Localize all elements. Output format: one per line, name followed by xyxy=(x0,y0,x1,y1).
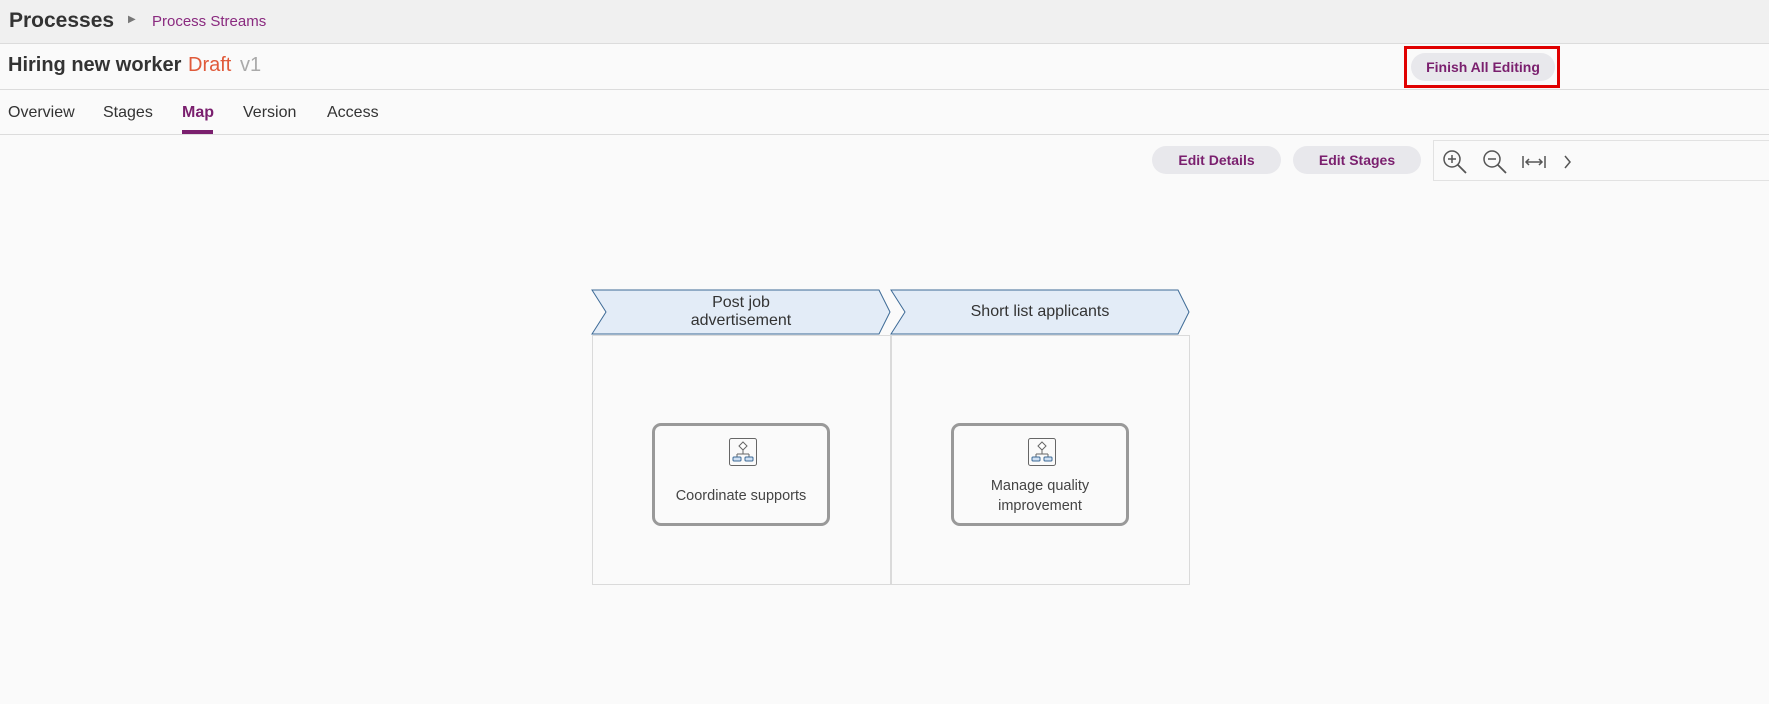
tab-stages[interactable]: Stages xyxy=(103,104,153,121)
stage-lane-2: Manage quality improvement xyxy=(891,335,1190,585)
version-label: v1 xyxy=(240,54,262,76)
activity-label-line-2: improvement xyxy=(998,498,1082,514)
more-controls-icon[interactable] xyxy=(1562,149,1588,175)
tab-access[interactable]: Access xyxy=(327,104,379,121)
active-tab-indicator xyxy=(182,130,213,134)
stage-label-2[interactable]: Short list applicants xyxy=(909,303,1171,321)
zoom-in-icon[interactable] xyxy=(1442,149,1468,175)
tab-overview[interactable]: Overview xyxy=(8,104,75,121)
breadcrumb-link-process-streams[interactable]: Process Streams xyxy=(152,13,267,30)
fit-width-icon[interactable] xyxy=(1521,149,1547,175)
edit-details-button[interactable]: Edit Details xyxy=(1152,146,1281,174)
stage-lane-1: Coordinate supports xyxy=(592,335,891,585)
process-flow-icon xyxy=(729,438,757,466)
stage-1-line-2: advertisement xyxy=(690,312,792,329)
stage-label-1[interactable]: Post job advertisement xyxy=(610,294,872,330)
activity-label: Coordinate supports xyxy=(675,488,807,504)
activity-card-coordinate-supports[interactable]: Coordinate supports xyxy=(652,423,830,526)
tab-bar: Overview Stages Map Version Access xyxy=(0,90,1769,135)
process-name: Hiring new worker xyxy=(8,54,182,76)
edit-stages-button[interactable]: Edit Stages xyxy=(1293,146,1421,174)
tab-version[interactable]: Version xyxy=(243,104,297,121)
process-flow-icon xyxy=(1028,438,1056,466)
finish-all-editing-highlight: Finish All Editing xyxy=(1404,46,1560,88)
breadcrumb-separator-icon: ▶ xyxy=(128,14,136,25)
zoom-out-icon[interactable] xyxy=(1482,149,1508,175)
activity-label-line-1: Manage quality xyxy=(990,478,1090,494)
stage-2-line-1: Short list applicants xyxy=(970,303,1110,320)
zoom-toolbar xyxy=(1433,140,1769,181)
finish-all-editing-button[interactable]: Finish All Editing xyxy=(1411,53,1555,81)
tab-map[interactable]: Map xyxy=(182,104,214,121)
page-title: Processes xyxy=(9,9,115,32)
activity-card-manage-quality-improvement[interactable]: Manage quality improvement xyxy=(951,423,1129,526)
status-badge: Draft xyxy=(188,54,232,76)
breadcrumb-bar: Processes ▶ Process Streams xyxy=(0,0,1769,44)
stage-1-line-1: Post job xyxy=(712,294,770,311)
